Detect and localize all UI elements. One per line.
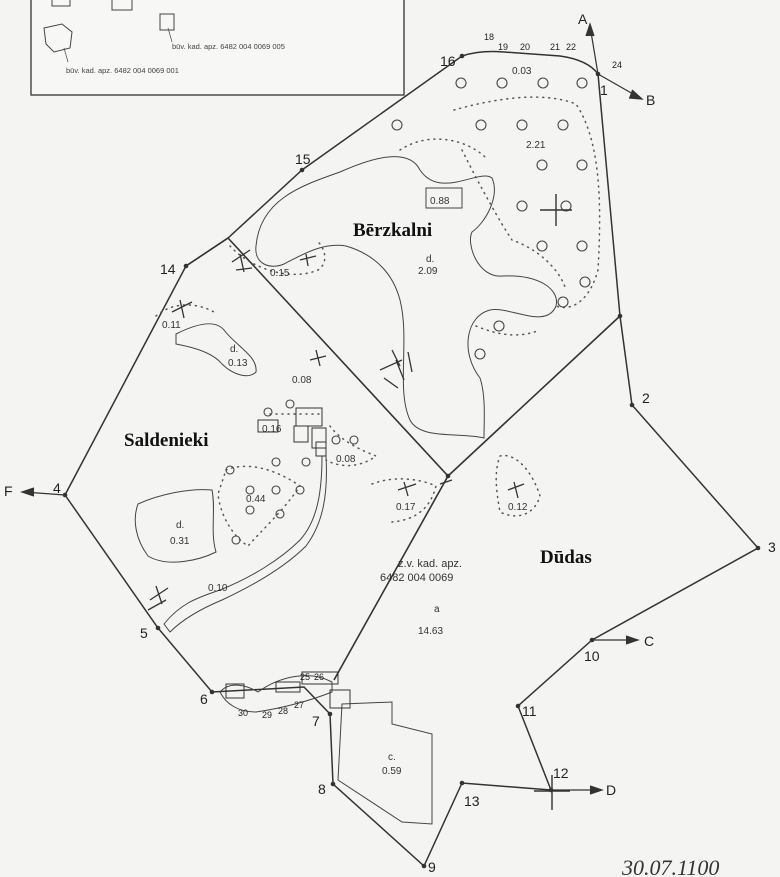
point-label-13: 13 <box>464 793 480 809</box>
kad-line-2: 6482 004 0069 <box>380 572 453 584</box>
point-label-3: 3 <box>768 539 776 555</box>
point-label-8: 8 <box>318 781 326 797</box>
dotted-boundaries <box>155 96 601 547</box>
cadastral-number: z.v. kad. apz. 6482 004 0069 <box>380 558 462 584</box>
point-labels: 1 2 3 4 5 6 7 8 9 10 11 12 13 14 15 16 1… <box>53 32 776 875</box>
kad-line-1: z.v. kad. apz. <box>398 558 462 570</box>
area-label: 0.16 <box>262 424 282 435</box>
point-label-11: 11 <box>522 703 537 719</box>
small-point-25: 25 <box>300 672 310 682</box>
legend-line-2: būv. kad. apz. 6482 004 0069 001 <box>66 66 179 75</box>
area-label: 0.11 <box>162 320 181 331</box>
survey-crosses <box>534 194 572 810</box>
area-label: 0.13 <box>228 358 248 369</box>
point-label-6: 6 <box>200 691 208 707</box>
area-label: 0.12 <box>508 502 528 513</box>
area-label: 0.17 <box>396 502 416 513</box>
area-label: 0.59 <box>382 766 402 777</box>
small-point-21: 21 <box>550 42 560 52</box>
area-label: 0.10 <box>208 583 228 594</box>
point-label-16: 16 <box>440 53 456 69</box>
outer-boundary <box>64 50 760 868</box>
small-point-22: 22 <box>566 42 576 52</box>
area-label: 0.31 <box>170 536 190 547</box>
area-label: a <box>434 604 440 615</box>
area-labels: 2.21 0.88 d. 2.09 0.15 0.11 d. 0.13 0.08… <box>162 66 546 777</box>
handwritten-date: 30.07.1100 <box>621 855 719 877</box>
point-label-4: 4 <box>53 480 61 496</box>
direction-label-d: D <box>606 782 616 798</box>
buildings <box>225 407 351 709</box>
area-label: 0.08 <box>292 375 312 386</box>
tree-symbols <box>147 249 525 611</box>
point-label-7: 7 <box>312 713 320 729</box>
area-label: c. <box>388 752 396 763</box>
small-point-29: 29 <box>262 710 272 720</box>
boundary-vertices <box>62 53 761 869</box>
area-label: 0.08 <box>336 454 356 465</box>
direction-arrows <box>20 22 644 795</box>
small-point-24: 24 <box>612 60 622 70</box>
area-label: 2.21 <box>526 140 546 151</box>
area-label: 0.88 <box>430 196 450 207</box>
direction-label-b: B <box>646 92 655 108</box>
point-label-12: 12 <box>553 765 569 781</box>
direction-label-f: F <box>4 483 13 499</box>
area-label: 0.15 <box>270 268 290 279</box>
direction-label-c: C <box>644 633 654 649</box>
small-point-26: 26 <box>314 672 324 682</box>
internal-boundaries <box>227 237 621 681</box>
parcel-name-saldenieki: Saldenieki <box>124 430 208 451</box>
tree-markers <box>225 77 591 545</box>
point-label-15: 15 <box>295 151 311 167</box>
point-label-1: 1 <box>600 82 608 98</box>
area-label: d. <box>230 344 238 355</box>
small-point-27: 27 <box>294 700 304 710</box>
small-point-28: 28 <box>278 706 288 716</box>
direction-label-a: A <box>578 11 588 27</box>
point-label-5: 5 <box>140 625 148 641</box>
point-label-2: 2 <box>642 390 650 406</box>
point-label-14: 14 <box>160 261 176 277</box>
forest-contours <box>134 156 557 825</box>
area-label: 14.63 <box>418 626 443 637</box>
parcel-name-dudas: Dūdas <box>540 547 592 568</box>
area-label: 2.09 <box>418 266 438 277</box>
small-point-20: 20 <box>520 42 530 52</box>
point-label-10: 10 <box>584 648 600 664</box>
legend-line-1: būv. kad. apz. 6482 004 0069 005 <box>172 42 285 51</box>
parcel-names: Bērzkalni Saldenieki Dūdas <box>124 220 592 568</box>
small-point-30: 30 <box>238 708 248 718</box>
legend-box: būv. kad. apz. 6482 004 0069 005 būv. ka… <box>30 0 405 96</box>
small-point-19: 19 <box>498 42 508 52</box>
area-label: d. <box>176 520 184 531</box>
point-label-9: 9 <box>428 859 436 875</box>
small-point-18: 18 <box>484 32 494 42</box>
direction-labels: A B C D F <box>4 11 655 798</box>
area-label: 0.44 <box>246 494 266 505</box>
parcel-name-berzkalni: Bērzkalni <box>353 220 432 241</box>
area-label: d. <box>426 254 434 265</box>
area-label: 0.03 <box>512 66 532 77</box>
